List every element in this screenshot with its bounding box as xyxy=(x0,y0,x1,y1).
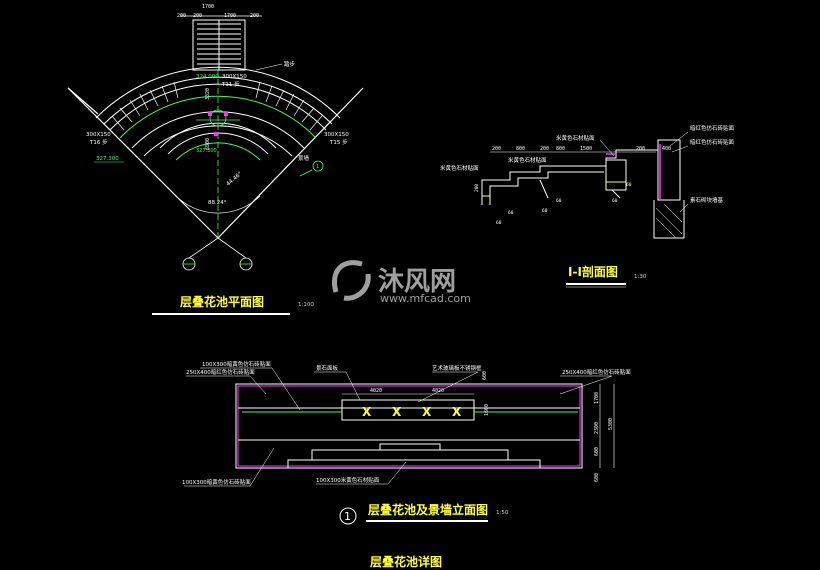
watermark-url: www.mfcad.com xyxy=(380,292,471,305)
plan-angle-small: 44.46° xyxy=(225,171,243,188)
section-accent-yellow xyxy=(482,181,626,197)
plan-label-right-side: 景墙 xyxy=(298,154,310,162)
elevation-label-bottom-mid: 100X300米黄色石材贴面 xyxy=(316,476,380,484)
watermark-brand: 沐风网 xyxy=(378,267,456,297)
elevation-label-top-mid-2: 艺术玻璃板不锈钢框 xyxy=(432,364,482,372)
elevation-number: 1 xyxy=(344,510,351,523)
plan-elev-c: 327.300 xyxy=(196,148,217,154)
elevation-title: 层叠花池及景墙立面图 xyxy=(368,502,488,517)
section-dim-2: 800 xyxy=(516,146,525,152)
elevation-mark-4: X xyxy=(452,405,462,419)
plan-dim-3: 1700 xyxy=(224,13,236,19)
section-view: 200 800 200 800 1500 200 400 200 60 60 6… xyxy=(440,124,735,288)
section-label-1: 米黄色石材贴面 xyxy=(440,164,479,172)
elevation-panel-dim-2: 4020 xyxy=(432,388,444,394)
section-sdim-4: 60 xyxy=(556,198,562,204)
plan-label-left-2: T16 步 xyxy=(89,139,108,146)
elevation-mark-3: X xyxy=(422,405,432,419)
plan-label-left-1: 300X150 xyxy=(86,132,111,138)
section-label-3: 米黄色石材贴面 xyxy=(556,134,595,142)
detail-title: 层叠花池详图 xyxy=(370,554,442,569)
elevation-view: X X X X 4020 4020 1600 1700 2300 600 600… xyxy=(182,360,631,525)
section-dim-3: 200 xyxy=(540,146,549,152)
section-dim-5: 1500 xyxy=(580,146,592,152)
plan-axis-markers xyxy=(182,237,253,271)
section-title: I-I剖面图 xyxy=(568,264,618,279)
plan-label-top-right: 踏步 xyxy=(284,60,296,68)
section-label-5: 暗红色仿石砖贴面 xyxy=(690,138,735,146)
plan-section-marker-right xyxy=(299,160,324,177)
elevation-leaders xyxy=(184,367,613,487)
elevation-right-dim-4: 600 xyxy=(594,473,600,482)
elevation-right-dim-2: 2300 xyxy=(594,422,600,434)
plan-step-ticks xyxy=(111,81,323,131)
plan-stair-label-1: 300X150 xyxy=(222,74,247,80)
plan-top-dimension: 200 1700 1700 200 200 xyxy=(177,4,262,19)
section-dim-1: 200 xyxy=(492,146,501,152)
elevation-right-dim-5: 5300 xyxy=(608,418,614,430)
elevation-mark-1: X xyxy=(362,405,372,419)
section-dim-4: 800 xyxy=(556,146,565,152)
elevation-label-top-mid-1: 景石面板 xyxy=(316,364,339,372)
plan-radial-lines xyxy=(67,87,364,239)
plan-section-num-right: 1 xyxy=(316,164,319,170)
section-sdim-1: 200 xyxy=(474,184,480,192)
elevation-left-small-dim: 600 xyxy=(482,371,488,380)
elevation-wall xyxy=(235,383,583,469)
plan-title: 层叠花池平面图 xyxy=(180,294,264,309)
section-label-4: 暗红色仿石砖贴面 xyxy=(690,124,735,132)
elevation-right-dim-1: 1700 xyxy=(594,392,600,404)
plan-accent-marks xyxy=(208,112,228,136)
section-dim-6: 200 xyxy=(636,146,645,152)
section-sdim-6: 60 xyxy=(626,182,632,188)
section-hatch xyxy=(655,203,683,239)
plan-stair xyxy=(192,19,246,71)
elevation-label-left-1: 100X300暗黄色仿石砖贴面 xyxy=(202,360,271,368)
plan-angle-big: 88.24° xyxy=(208,200,227,206)
elevation-label-left-2: 250X400暗红色仿石砖贴面 xyxy=(186,368,255,376)
plan-dim-4: 200 xyxy=(250,13,259,19)
plan-elev-a: 324.000 xyxy=(196,74,219,80)
elevation-label-bottom-left: 100X300暗黄色仿石砖贴面 xyxy=(182,478,251,486)
section-sdim-3: 60 xyxy=(496,220,502,226)
plan-view: 200 1700 1700 200 200 xyxy=(67,4,364,315)
watermark: 沐风网 www.mfcad.com xyxy=(332,260,471,305)
section-sdim-5: 60 xyxy=(542,208,548,214)
section-sdim-2: 60 xyxy=(508,210,514,216)
section-profile xyxy=(481,139,685,239)
elevation-mark-2: X xyxy=(392,405,402,419)
plan-dim-1: 200 xyxy=(177,13,186,19)
watermark-logo-icon xyxy=(332,260,371,301)
plan-stair-label-2: T11 步 xyxy=(221,81,240,88)
elevation-label-right: 250X400暗红色仿石砖贴面 xyxy=(562,368,631,376)
elevation-panel-dim-1: 4020 xyxy=(370,388,382,394)
elevation-number-badge: 1 xyxy=(339,507,357,525)
section-scale: 1:30 xyxy=(634,274,647,280)
plan-dim-2: 1700 xyxy=(202,4,214,10)
section-dim-7: 400 xyxy=(662,146,671,152)
elevation-mid-dim: 1600 xyxy=(484,404,490,416)
section-sdim-7: 60 xyxy=(612,198,618,204)
section-accent xyxy=(606,144,661,200)
section-label-6: 素石砌块墙基 xyxy=(690,196,724,204)
plan-vdim-1: 3320 xyxy=(205,88,211,100)
plan-elev-b: 327.300 xyxy=(96,156,119,162)
section-label-2: 米黄色石材贴面 xyxy=(508,156,547,164)
elevation-right-dim-3: 600 xyxy=(594,447,600,456)
plan-dim-5: 200 xyxy=(193,13,202,19)
section-leaders xyxy=(599,131,689,213)
elevation-scale: 1:50 xyxy=(496,510,509,516)
plan-scale: 1:100 xyxy=(298,302,314,308)
plan-center-axis xyxy=(196,70,240,238)
plan-label-right-1: 300X150 xyxy=(324,132,349,138)
plan-vdim-2: 6500 xyxy=(205,138,211,150)
plan-label-right-2: T15 步 xyxy=(329,139,348,146)
